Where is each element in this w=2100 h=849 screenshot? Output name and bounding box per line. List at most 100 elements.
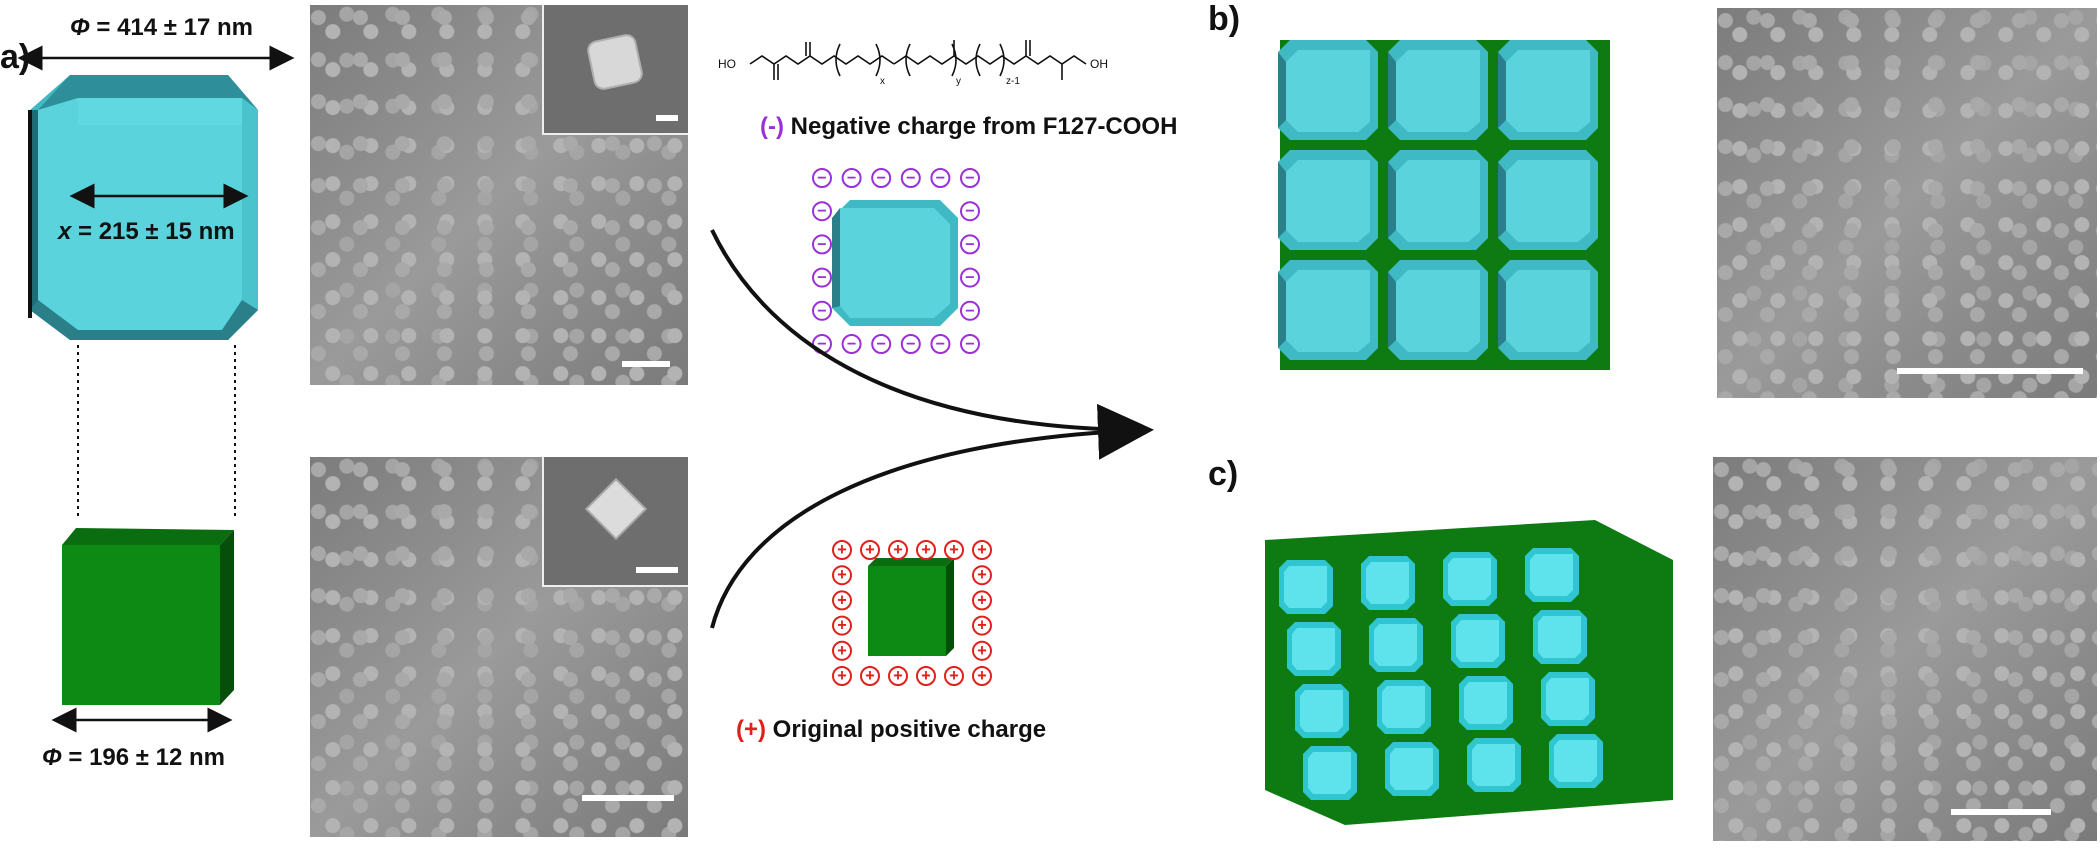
positive-charge-symbol	[832, 590, 852, 611]
superlattice-model-c	[1265, 520, 1673, 825]
positive-charge-symbol	[944, 666, 964, 686]
positive-charge-symbol-glyph: +	[949, 541, 958, 559]
positive-charge-ring: ++++++++++++++++++++	[832, 540, 992, 686]
scale-bar	[1951, 809, 2051, 815]
negative-charge-symbol-glyph: −	[876, 335, 885, 353]
molecule-oh-label: OH	[1090, 57, 1108, 71]
negative-charge-symbol-glyph: −	[965, 202, 974, 220]
edge-length-label: x = 215 ± 15 nm	[58, 218, 235, 245]
superlattice-truncated-cube	[1278, 40, 1378, 140]
truncated-cube-shape	[28, 75, 258, 340]
f127-cooh-structure	[749, 40, 1087, 80]
particle-models	[17, 45, 295, 733]
cube-edge-label: Φ = 196 ± 12 nm	[42, 744, 225, 771]
superlattice-truncated-cube	[1459, 676, 1513, 730]
positive-charge-symbol	[888, 540, 908, 560]
positive-charge-symbol-glyph: +	[837, 566, 846, 584]
superlattice-truncated-cube	[1498, 260, 1598, 360]
inset-scale-bar	[656, 115, 678, 121]
outer-diameter-label: Φ = 414 ± 17 nm	[70, 14, 253, 41]
subscript-z: z-1	[1006, 76, 1020, 87]
negative-charge-symbol	[812, 267, 832, 288]
scale-bar	[1897, 368, 2083, 374]
negative-charge-symbol-glyph: −	[847, 335, 856, 353]
positive-charge-symbol	[832, 540, 852, 560]
sem-image-superlattice-b	[1717, 8, 2097, 398]
positive-charge-symbol	[860, 666, 880, 686]
negative-charge-symbol	[871, 168, 892, 188]
positive-charge-symbol	[972, 640, 992, 661]
positive-charge-symbol-glyph: +	[921, 541, 930, 559]
sem-image-truncated-cubes	[310, 5, 688, 385]
positive-charge-symbol-glyph: +	[837, 591, 846, 609]
positive-charge-symbol-glyph: +	[977, 617, 986, 635]
superlattice-truncated-cube	[1295, 684, 1349, 738]
positive-charge-symbol-glyph: +	[837, 642, 846, 660]
superlattice-truncated-cube	[1498, 150, 1598, 250]
negative-charge-symbol-glyph: −	[965, 302, 974, 320]
positive-charge-symbol	[916, 666, 936, 686]
positive-charge-symbol	[860, 540, 880, 560]
positive-charge-symbol	[916, 540, 936, 560]
negative-charge-symbol-glyph: −	[936, 169, 945, 187]
negative-charge-symbol	[960, 201, 980, 222]
positive-charge-symbol	[832, 565, 852, 586]
positive-charge-symbol	[888, 666, 908, 686]
superlattice-truncated-cube	[1388, 150, 1488, 250]
negative-charge-symbol	[871, 334, 892, 354]
negative-charge-symbol-glyph: −	[965, 169, 974, 187]
positive-charge-symbol	[832, 640, 852, 661]
positive-charge-symbol	[972, 540, 992, 560]
scale-bar	[582, 795, 674, 801]
negative-charge-symbol	[960, 334, 980, 354]
positive-charge-symbol	[972, 565, 992, 586]
negative-charge-symbol-glyph: −	[817, 335, 826, 353]
negative-charge-symbol-glyph: −	[965, 335, 974, 353]
negative-charge-caption: (-) Negative charge from F127-COOH	[760, 113, 1178, 140]
subscript-y: y	[956, 76, 961, 87]
positive-charge-symbol	[972, 590, 992, 611]
positive-charge-symbol-glyph: +	[977, 642, 986, 660]
negative-charge-symbol	[930, 334, 951, 354]
negative-charge-symbol	[960, 234, 980, 255]
sem-inset-cube	[542, 457, 688, 587]
superlattice-truncated-cube	[1388, 260, 1488, 360]
superlattice-truncated-cube	[1369, 618, 1423, 672]
negative-charge-symbol-glyph: −	[817, 235, 826, 253]
sem-image-cubes	[310, 457, 688, 837]
molecule-ho-label: HO	[718, 57, 736, 71]
negative-charge-symbol	[900, 168, 921, 188]
assembly-scheme: HO OH x y z-1 −−−−−−−−−−−−−−−−−−−− +++++…	[710, 40, 1154, 686]
positive-charge-symbol-glyph: +	[949, 667, 958, 685]
negative-charge-symbol	[960, 168, 980, 188]
panel-label-b: b)	[1208, 0, 1241, 38]
positive-charge-symbol	[972, 615, 992, 636]
panel-label-c: c)	[1208, 455, 1239, 493]
positive-charge-symbol-glyph: +	[893, 667, 902, 685]
positive-charge-symbol-glyph: +	[977, 667, 986, 685]
superlattice-truncated-cube	[1361, 556, 1415, 610]
negative-charge-ring: −−−−−−−−−−−−−−−−−−−−	[812, 168, 980, 354]
superlattice-model-b	[1278, 40, 1610, 370]
negative-charge-symbol-glyph: −	[847, 169, 856, 187]
subscript-x: x	[880, 76, 885, 87]
positive-charge-symbol-glyph: +	[977, 591, 986, 609]
positive-charge-symbol	[832, 666, 852, 686]
superlattice-truncated-cube	[1443, 552, 1497, 606]
positive-charge-symbol-glyph: +	[865, 541, 874, 559]
superlattice-truncated-cube	[1549, 734, 1603, 788]
superlattice-truncated-cube	[1467, 738, 1521, 792]
superlattice-truncated-cube	[1525, 548, 1579, 602]
negative-charge-symbol	[930, 168, 951, 188]
positive-charge-symbol-glyph: +	[921, 667, 930, 685]
cube-shape	[62, 528, 234, 705]
negative-charge-symbol	[812, 300, 832, 321]
superlattice-truncated-cube	[1451, 614, 1505, 668]
negative-particle	[832, 200, 958, 326]
negative-charge-symbol	[960, 300, 980, 321]
superlattice-truncated-cube	[1377, 680, 1431, 734]
negative-charge-symbol-glyph: −	[965, 269, 974, 287]
positive-charge-symbol-glyph: +	[837, 617, 846, 635]
positive-charge-symbol-glyph: +	[977, 541, 986, 559]
sem-inset-truncated-cube	[542, 5, 688, 135]
